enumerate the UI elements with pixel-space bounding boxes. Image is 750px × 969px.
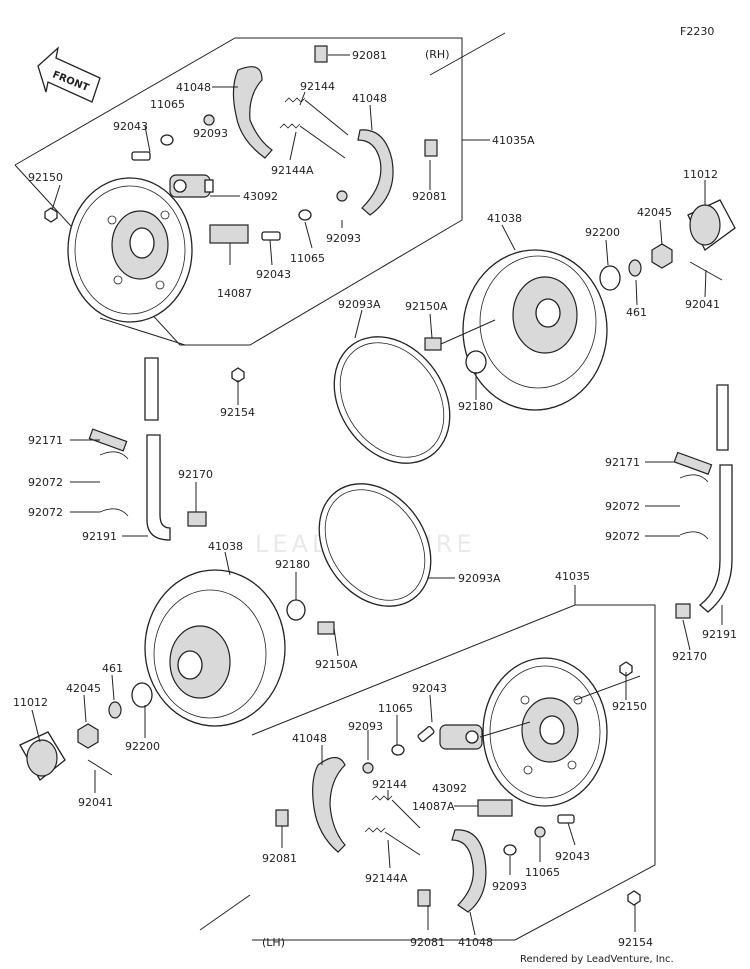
rh-brake-shoe-left: [232, 66, 273, 159]
part-label: 11065: [525, 866, 560, 879]
rh-seal-ring: [333, 336, 451, 464]
part-label: 92072: [28, 506, 63, 519]
part-label: 11065: [378, 702, 413, 715]
part-label: 92081: [262, 852, 297, 865]
part-label: 92041: [78, 796, 113, 809]
part-label: 92144A: [365, 872, 408, 885]
part-label: 92043: [256, 268, 291, 281]
part-label: 42045: [637, 206, 672, 219]
lh-small-parts: [275, 661, 641, 907]
part-label: 92150: [612, 700, 647, 713]
part-label: 41048: [352, 92, 387, 105]
part-label: 92150A: [315, 658, 358, 671]
part-label: 92041: [685, 298, 720, 311]
lh-wheel-cylinder: [439, 724, 483, 750]
lh-springs: [364, 795, 421, 856]
leader-lines: [31, 54, 723, 936]
part-label: 92043: [412, 682, 447, 695]
part-label: 92072: [605, 500, 640, 513]
part-label: 41038: [487, 212, 522, 225]
part-label: 461: [626, 306, 647, 319]
part-label: 11065: [150, 98, 185, 111]
part-label: 92154: [618, 936, 653, 949]
part-label: 92081: [352, 49, 387, 62]
part-label: 461: [102, 662, 123, 675]
rh-small-parts: [44, 45, 438, 244]
part-label: 92081: [412, 190, 447, 203]
part-label: 43092: [243, 190, 278, 203]
rh-assembly-frame: [14, 32, 506, 346]
part-label: 92170: [178, 468, 213, 481]
footer-credit: Rendered by LeadVenture, Inc.: [520, 954, 674, 965]
part-label: 92171: [28, 434, 63, 447]
part-label: 92150: [28, 171, 63, 184]
rh-brake-drum: [462, 249, 608, 411]
part-label: 92180: [458, 400, 493, 413]
part-label: 92200: [125, 740, 160, 753]
part-label: 11012: [13, 696, 48, 709]
lh-label: (LH): [262, 936, 285, 949]
part-label: 92093A: [338, 298, 381, 311]
part-label: 92191: [82, 530, 117, 543]
lh-assembly-frame: [199, 585, 656, 941]
part-label: 92200: [585, 226, 620, 239]
lh-hub-parts: [19, 599, 335, 781]
lh-seal-ring: [318, 483, 432, 607]
part-label: 42045: [66, 682, 101, 695]
rh-label: (RH): [425, 48, 450, 61]
part-label: 92180: [275, 558, 310, 571]
part-label: 11012: [683, 168, 718, 181]
figure-code: F2230: [680, 25, 714, 38]
part-label: 14087A: [412, 800, 455, 813]
part-label: 92191: [702, 628, 737, 641]
part-label: 92072: [605, 530, 640, 543]
part-label: 41048: [458, 936, 493, 949]
part-label: 43092: [432, 782, 467, 795]
part-label: 92144: [300, 80, 335, 93]
part-label: 92093: [193, 127, 228, 140]
right-brake-hose: [673, 384, 733, 619]
part-label: 92144: [372, 778, 407, 791]
left-brake-hose: [88, 357, 207, 541]
part-label: 92043: [113, 120, 148, 133]
lh-brake-back-plate: [482, 657, 608, 807]
part-label: 11065: [290, 252, 325, 265]
part-label: 41035: [555, 570, 590, 583]
part-label: 92170: [672, 650, 707, 663]
lh-brake-shoe-bottom: [451, 829, 487, 913]
part-label: 92093: [492, 880, 527, 893]
front-direction-arrow: FRONT: [37, 46, 101, 103]
rh-springs: [279, 97, 349, 159]
part-number-labels: 92081 41048 11065 92043 92093 92144 4104…: [13, 49, 737, 949]
part-label: 41048: [292, 732, 327, 745]
part-label: 92093A: [458, 572, 501, 585]
lh-brake-drum: [144, 569, 286, 727]
part-label: 92150A: [405, 300, 448, 313]
part-label: 92043: [555, 850, 590, 863]
rh-brake-shoe-right: [357, 129, 394, 216]
part-label: 92093: [348, 720, 383, 733]
part-label: 41035A: [492, 134, 535, 147]
part-label: 92072: [28, 476, 63, 489]
part-label: 92093: [326, 232, 361, 245]
part-label: 92171: [605, 456, 640, 469]
lh-brake-shoe-left: [312, 756, 346, 853]
rh-wheel-cylinder: [169, 174, 214, 198]
part-label: 92154: [220, 406, 255, 419]
part-label: 14087: [217, 287, 252, 300]
part-label: 92144A: [271, 164, 314, 177]
rh-brake-back-plate: [67, 177, 193, 323]
part-label: 41048: [176, 81, 211, 94]
rh-hub-parts: [599, 199, 736, 291]
rh-bolt-oring: [231, 337, 487, 383]
part-label: 41038: [208, 540, 243, 553]
part-label: 92081: [410, 936, 445, 949]
